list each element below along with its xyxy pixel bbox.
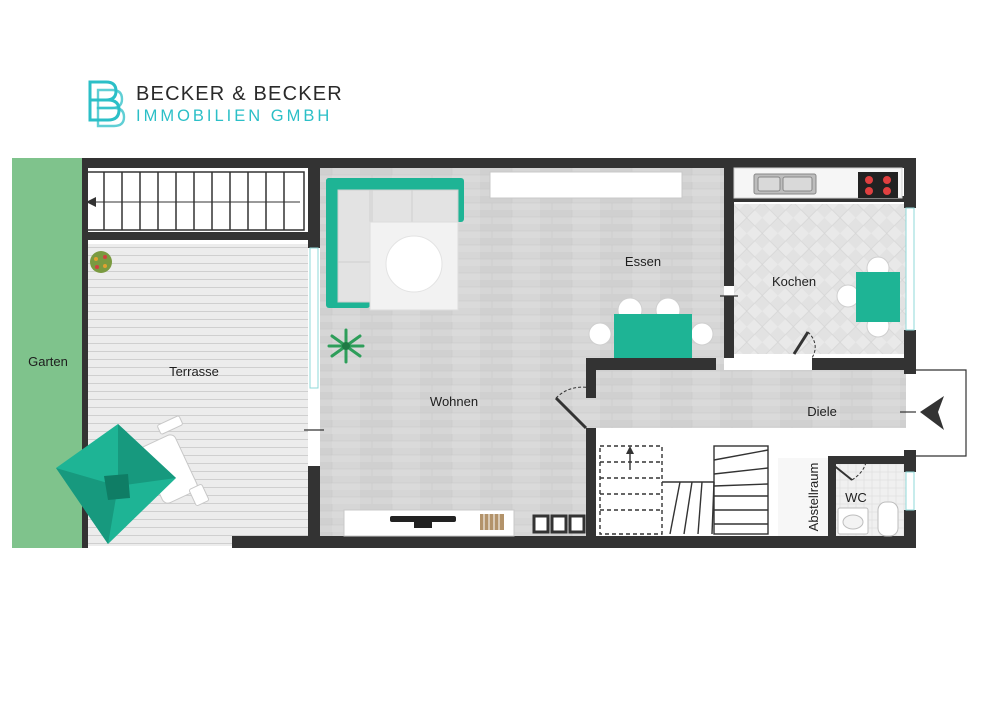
- label-terrasse: Terrasse: [169, 364, 219, 379]
- living-sideboard: [489, 171, 683, 199]
- kitchen-counter: [733, 167, 903, 199]
- storage-floor: [778, 458, 828, 538]
- label-kochen: Kochen: [772, 274, 816, 289]
- label-wc: WC: [845, 490, 867, 505]
- sofa: [326, 178, 464, 308]
- triangle-left-icon: [920, 396, 944, 430]
- wc-sink-bowl: [842, 514, 864, 530]
- label-essen: Essen: [625, 254, 661, 269]
- stair-arrow-icon: [626, 446, 634, 454]
- bb-monogram-icon: [88, 80, 126, 128]
- label-wohnen: Wohnen: [430, 394, 478, 409]
- logo-company-name: BECKER & BECKER: [136, 83, 343, 105]
- label-garten: Garten: [28, 354, 68, 369]
- company-logo: BECKER & BECKER IMMOBILIEN GMBH: [86, 80, 366, 130]
- doors: [554, 331, 867, 481]
- wc-toilet: [877, 501, 899, 537]
- coffee-table: [385, 235, 443, 293]
- kitchen-table: [836, 256, 900, 338]
- windows: [309, 207, 915, 511]
- logo-company-subtitle: IMMOBILIEN GMBH: [136, 107, 333, 125]
- tv-sideboard: [343, 509, 515, 537]
- terrace-chairs: [140, 415, 209, 506]
- walls: [82, 158, 916, 548]
- label-abstellraum: Abstellraum: [806, 463, 821, 532]
- parasol-icon: [56, 424, 176, 544]
- stove-icon: [858, 172, 898, 198]
- hallway-floor: [596, 370, 906, 428]
- potted-plant-icon: [90, 251, 112, 273]
- stair-floor: [596, 428, 778, 538]
- dining-table: [588, 297, 714, 358]
- entrance-outline: [916, 369, 967, 457]
- door-ticks: [304, 295, 738, 431]
- terrace-steps: [85, 171, 305, 231]
- staircase: [599, 445, 769, 535]
- plant-icon: [327, 328, 365, 364]
- label-diele: Diele: [807, 404, 837, 419]
- shelf-boxes: [532, 514, 586, 534]
